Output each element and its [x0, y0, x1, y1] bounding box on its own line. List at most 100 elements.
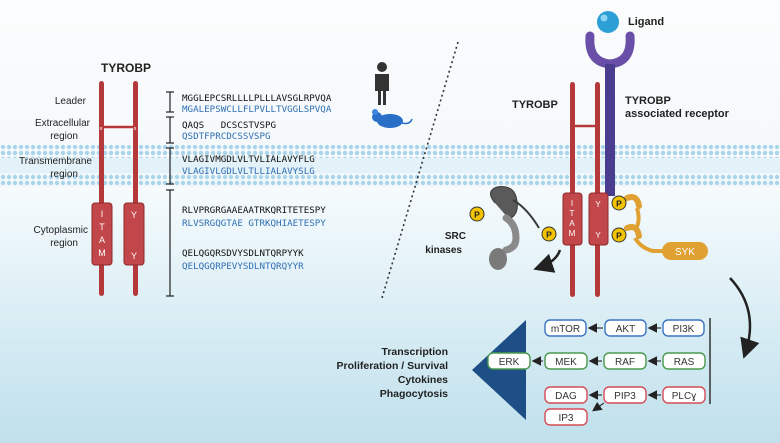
- y-letter: Y: [595, 231, 601, 240]
- src-label-line2: kinases: [425, 245, 462, 256]
- syk-arrow: [729, 277, 760, 359]
- node-akt-label: AKT: [616, 324, 635, 335]
- human-icon: [375, 62, 389, 105]
- seq-transmembrane-mouse: VLAGIVLGDLVLTLLIALAVYSLG: [182, 166, 315, 177]
- left-itam-letters: I T A M Y Y: [98, 209, 137, 261]
- node-ras-label: RAS: [674, 357, 695, 368]
- syk-sh2-top: [624, 194, 642, 209]
- phosphate-src-left: P: [469, 206, 485, 222]
- node-mek-label: MEK: [555, 357, 577, 368]
- outcome-transcription: Transcription: [381, 346, 448, 358]
- seq-cytoplasmic2-human: QELQGQRSDVYSDLNTQRPYYK: [182, 248, 304, 259]
- src-kinase: [489, 186, 540, 270]
- seq-cytoplasmic2-mouse: QELQGQRPEVYSDLNTQRQYYR: [182, 261, 304, 272]
- outcome-proliferation: Proliferation / Survival: [337, 360, 449, 372]
- mouse-icon: [372, 109, 413, 128]
- phosphate-right-bottom: P: [611, 227, 627, 243]
- syk-label: SYK: [675, 247, 695, 258]
- membrane-bottom-leaflet: [0, 173, 780, 186]
- node-dag-label: DAG: [555, 391, 577, 402]
- phosphate-label: P: [616, 231, 622, 241]
- receptor-stalk: [605, 64, 615, 196]
- ligand-ball: [597, 11, 619, 33]
- node-pi3k-label: PI3K: [673, 324, 695, 335]
- y-letter: Y: [595, 200, 601, 209]
- region-leader-label: Leader: [55, 96, 87, 107]
- seq-cytoplasmic1-human: RLVPRGRGAAEAATRKQRITETESPY: [182, 205, 326, 216]
- node-mtor: [544, 319, 587, 337]
- right-tyrobp-label: TYROBP: [512, 99, 558, 111]
- region-cytoplasmic-label: Cytoplasmic: [34, 225, 88, 236]
- outcome-cytokines: Cytokines: [398, 374, 448, 386]
- y-letter: Y: [131, 210, 137, 220]
- seq-leader-mouse: MGALEPSWCLLFLPVLLTVGGLSPVQA: [182, 104, 332, 115]
- syk-linker: [633, 207, 681, 253]
- right-itam-letters: I T A M Y Y: [569, 199, 602, 240]
- node-erk-label: ERK: [499, 357, 520, 368]
- phosphate-src-right: P: [541, 226, 557, 242]
- src-label-line1: SRC: [445, 231, 466, 242]
- pathway-row-4: IP3: [544, 401, 605, 426]
- receptor-label-line2: associated receptor: [625, 108, 730, 120]
- region-transmembrane-label: Transmembrane: [19, 156, 92, 167]
- node-ip3-label: IP3: [558, 413, 573, 424]
- seq-cytoplasmic1-mouse: RLVSRGQGTAE GTRKQHIAETESPY: [182, 218, 326, 229]
- syk-kinase-domain: [662, 242, 708, 260]
- node-plcg: [662, 386, 706, 404]
- right-tyrobp-dimer: [562, 82, 609, 297]
- seq-extracellular-human: QAQS DCSCSTVSPG: [182, 120, 276, 131]
- region-extracellular-label-2: region: [50, 131, 78, 142]
- region-bracket: [166, 91, 174, 297]
- itam-letter: T: [570, 209, 575, 218]
- y-letter: Y: [131, 251, 137, 261]
- node-pi3k: [662, 319, 705, 337]
- left-tyrobp-dimer: [91, 81, 145, 296]
- membrane-top-leaflet: [0, 145, 780, 158]
- itam-letter: A: [99, 235, 105, 245]
- seq-transmembrane-human: VLAGIVMGDLVLTVLIALAVYFLG: [182, 154, 315, 165]
- phosphate-label: P: [616, 199, 622, 209]
- node-raf-label: RAF: [615, 357, 635, 368]
- cytoplasm-background: [0, 188, 780, 443]
- itam-letter: A: [569, 219, 575, 228]
- node-ras: [662, 352, 706, 370]
- seq-leader-human: MGGLEPCSRLLLLPLLLAVSGLRPVQA: [182, 93, 332, 104]
- phosphate-label: P: [546, 230, 552, 240]
- node-mek: [544, 352, 588, 370]
- node-pip3: [603, 386, 647, 404]
- pathway-row-1: mTOR AKT PI3K: [544, 319, 705, 337]
- itam-letter: M: [98, 248, 106, 258]
- phosphate-right-top: P: [611, 195, 627, 211]
- node-raf: [603, 352, 647, 370]
- itam-letter: M: [569, 229, 576, 238]
- node-dag: [544, 386, 588, 404]
- src-arrow: [533, 249, 562, 273]
- s-label-left: s: [100, 126, 103, 132]
- node-erk: [487, 352, 531, 370]
- itam-letter: I: [571, 199, 573, 208]
- receptor-label-line1: TYROBP: [625, 95, 671, 107]
- s-label-right: s: [134, 126, 137, 132]
- node-mtor-label: mTOR: [551, 324, 580, 335]
- itam-letter: I: [101, 209, 104, 219]
- left-tyrobp-title: TYROBP: [101, 61, 151, 75]
- region-transmembrane-label-2: region: [50, 169, 78, 180]
- node-pip3-label: PIP3: [614, 391, 636, 402]
- region-cytoplasmic-label-2: region: [50, 238, 78, 249]
- arrow-pip3-ip3: [592, 401, 605, 412]
- membrane-core: [0, 158, 780, 173]
- node-akt: [604, 319, 647, 337]
- ligand-label: Ligand: [628, 16, 664, 28]
- signal-triangle: [472, 320, 526, 420]
- node-ip3: [544, 408, 588, 426]
- node-plcg-label: PLCɣ: [672, 391, 696, 402]
- pathway-row-3: DAG PIP3 PLCɣ: [544, 386, 706, 404]
- ligand-highlight: [600, 14, 608, 22]
- outcome-phagocytosis: Phagocytosis: [380, 388, 448, 400]
- region-extracellular-label: Extracellular: [35, 118, 91, 129]
- seq-extracellular-mouse: QSDTFPRCDCSSVSPG: [182, 131, 271, 142]
- phosphate-label: P: [474, 210, 480, 220]
- itam-letter: T: [99, 222, 105, 232]
